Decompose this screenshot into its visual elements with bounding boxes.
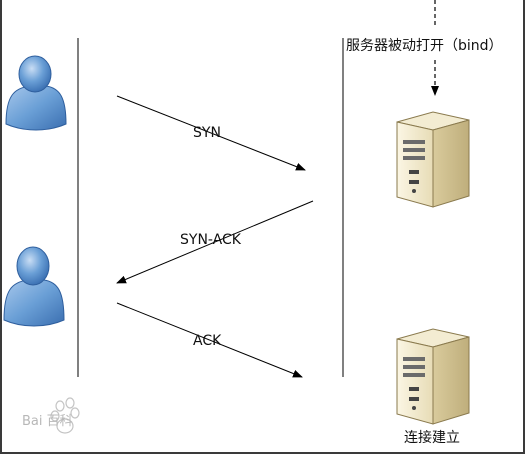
server-tower-icon [396,111,470,208]
server-passive-open-label: 服务器被动打开（bind） [346,38,503,54]
syn-arrow [116,95,306,171]
ack-arrow [116,302,303,378]
connection-established-label: 连接建立 [404,430,460,446]
user-icon [3,246,65,327]
syn-ack-label: SYN-ACK [180,232,241,248]
user-icon [5,55,67,131]
syn-label: SYN [193,125,221,141]
syn-ack-arrow [116,200,314,284]
ack-label: ACK [193,333,222,349]
server-tower-icon [396,328,470,425]
watermark-text: Bai 百科 [22,414,73,429]
watermark-paw-icon [50,397,80,434]
